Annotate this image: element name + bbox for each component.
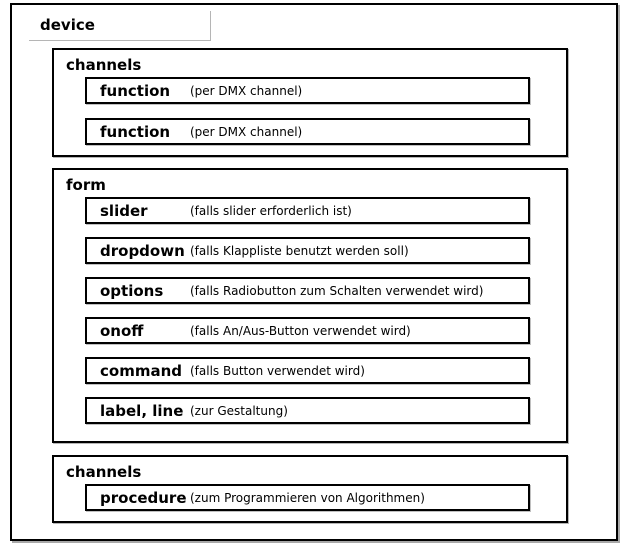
row-description: (falls slider erforderlich ist) [190, 203, 352, 218]
row-procedure: procedure (zum Programmieren von Algorit… [85, 484, 530, 511]
row-label: procedure [100, 488, 187, 507]
row-options: options (falls Radiobutton zum Schalten … [85, 277, 530, 304]
row-slider: slider (falls slider erforderlich ist) [85, 197, 530, 224]
row-command: command (falls Button verwendet wird) [85, 357, 530, 384]
row-label-line: label, line (zur Gestaltung) [85, 397, 530, 424]
row-description: (falls Button verwendet wird) [190, 363, 365, 378]
row-description: (per DMX channel) [190, 83, 303, 98]
row-label: function [100, 81, 171, 100]
section-title: channels [66, 463, 142, 481]
row-description: (zur Gestaltung) [190, 403, 288, 418]
row-label: function [100, 122, 171, 141]
row-function-1: function (per DMX channel) [85, 77, 530, 104]
row-description: (per DMX channel) [190, 124, 303, 139]
row-description: (zum Programmieren von Algorithmen) [190, 490, 425, 505]
row-label: dropdown [100, 241, 185, 260]
section-channels-top: channels function (per DMX channel) func… [52, 48, 568, 157]
section-rows: function (per DMX channel) function (per… [85, 77, 530, 145]
row-label: onoff [100, 321, 144, 340]
row-onoff: onoff (falls An/Aus-Button verwendet wir… [85, 317, 530, 344]
row-label: slider [100, 201, 148, 220]
row-label: command [100, 361, 182, 380]
section-form: form slider (falls slider erforderlich i… [52, 168, 568, 443]
device-title: device [40, 16, 95, 34]
section-title: form [66, 176, 106, 194]
row-label: label, line [100, 401, 184, 420]
section-channels-bottom: channels procedure (zum Programmieren vo… [52, 455, 568, 523]
row-dropdown: dropdown (falls Klappliste benutzt werde… [85, 237, 530, 264]
section-rows: slider (falls slider erforderlich ist) d… [85, 197, 530, 424]
section-rows: procedure (zum Programmieren von Algorit… [85, 484, 530, 511]
section-title: channels [66, 56, 142, 74]
row-function-2: function (per DMX channel) [85, 118, 530, 145]
device-header-box: device [28, 10, 210, 40]
row-description: (falls An/Aus-Button verwendet wird) [190, 323, 411, 338]
row-label: options [100, 281, 164, 300]
row-description: (falls Klappliste benutzt werden soll) [190, 243, 409, 258]
device-outer-box: device channels function (per DMX channe… [10, 3, 618, 541]
row-description: (falls Radiobutton zum Schalten verwende… [190, 283, 484, 298]
